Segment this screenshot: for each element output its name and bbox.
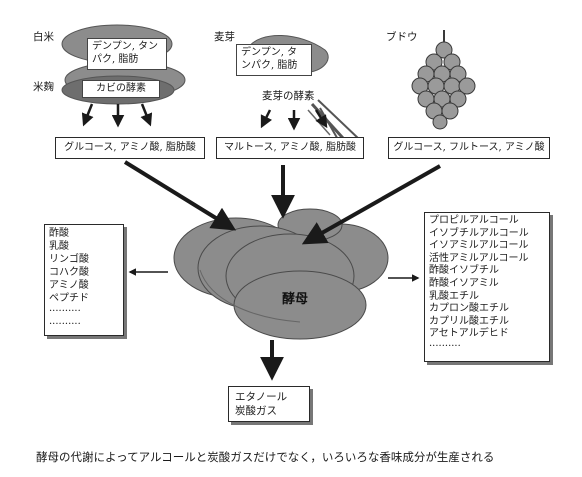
products-box: エタノール炭酸ガス (228, 386, 310, 422)
malt-sugar-box: マルトース, アミノ酸, 脂肪酸 (216, 137, 364, 159)
rice-sugar-box: グルコース, アミノ酸, 脂肪酸 (55, 137, 205, 159)
rice-nutrients-box: デンプン, タンパク, 脂肪 (87, 38, 167, 70)
acid-item: ペプチド (49, 293, 89, 304)
label-yeast: 酵母 (282, 292, 309, 307)
product-item: エタノール (235, 391, 288, 403)
acid-item: 酢酸 (49, 228, 69, 239)
koji-enzyme-box: カビの酵素 (82, 80, 160, 98)
aroma-compound-item: 活性アミルアルコール (429, 252, 529, 264)
aroma-compound-item: カプロン酸エチル (429, 303, 509, 315)
aroma-compound-item: イソアミルアルコール (429, 240, 529, 252)
acid-item: ·········· (49, 306, 81, 317)
arrow-malt-1 (260, 109, 273, 129)
aroma-compound-item: アセトアルデヒド (429, 328, 509, 340)
yeast-cluster (173, 208, 389, 340)
label-malt: 麦芽 (214, 31, 235, 43)
aroma-compound-item: プロピルアルコール (429, 215, 519, 226)
diagram-caption: 酵母の代謝によってアルコールと炭酸ガスだけでなく，いろいろな香味成分が生産される (36, 450, 495, 464)
arrow-grape-to-yeast (301, 164, 441, 245)
arrow-rice-to-yeast (123, 160, 237, 231)
aroma-list-box: プロピルアルコールイソブチルアルコールイソアミルアルコール活性アミルアルコール酢… (424, 212, 550, 362)
acid-item: コハク酸 (49, 267, 89, 278)
label-white-rice: 白米 (33, 31, 54, 43)
acid-item: 乳酸 (49, 241, 69, 252)
aroma-compound-item: 乳酸エチル (429, 290, 479, 302)
arrow-rice-1 (81, 103, 94, 127)
acid-item: リンゴ酸 (49, 254, 89, 265)
aroma-compound-item: ·········· (429, 340, 461, 352)
product-item: 炭酸ガス (235, 405, 277, 417)
grape-cluster (411, 30, 476, 130)
aroma-compound-item: 酢酸イソブチル (429, 265, 499, 277)
arrow-rice-3 (140, 103, 153, 127)
grape-sugar-box: グルコース, フルトース, アミノ酸 (388, 137, 550, 159)
label-rice-koji: 米麹 (33, 81, 54, 93)
arrow-malt-3 (314, 109, 328, 129)
acids-list-box: 酢酸乳酸リンゴ酸コハク酸アミノ酸ペプチド ·········· ·········· (44, 224, 124, 336)
acid-item: ·········· (49, 319, 81, 330)
aroma-compound-item: イソブチルアルコール (429, 227, 529, 239)
aroma-compound-item: 酢酸イソアミル (429, 277, 499, 289)
malt-enzyme-label: 麦芽の酵素 (262, 90, 315, 102)
malt-nutrients-box: デンプン, タンパク, 脂肪 (236, 44, 312, 76)
label-grape: ブドウ (386, 31, 418, 43)
acid-item: アミノ酸 (49, 280, 89, 291)
aroma-compound-item: カプリル酸エチル (429, 315, 509, 327)
